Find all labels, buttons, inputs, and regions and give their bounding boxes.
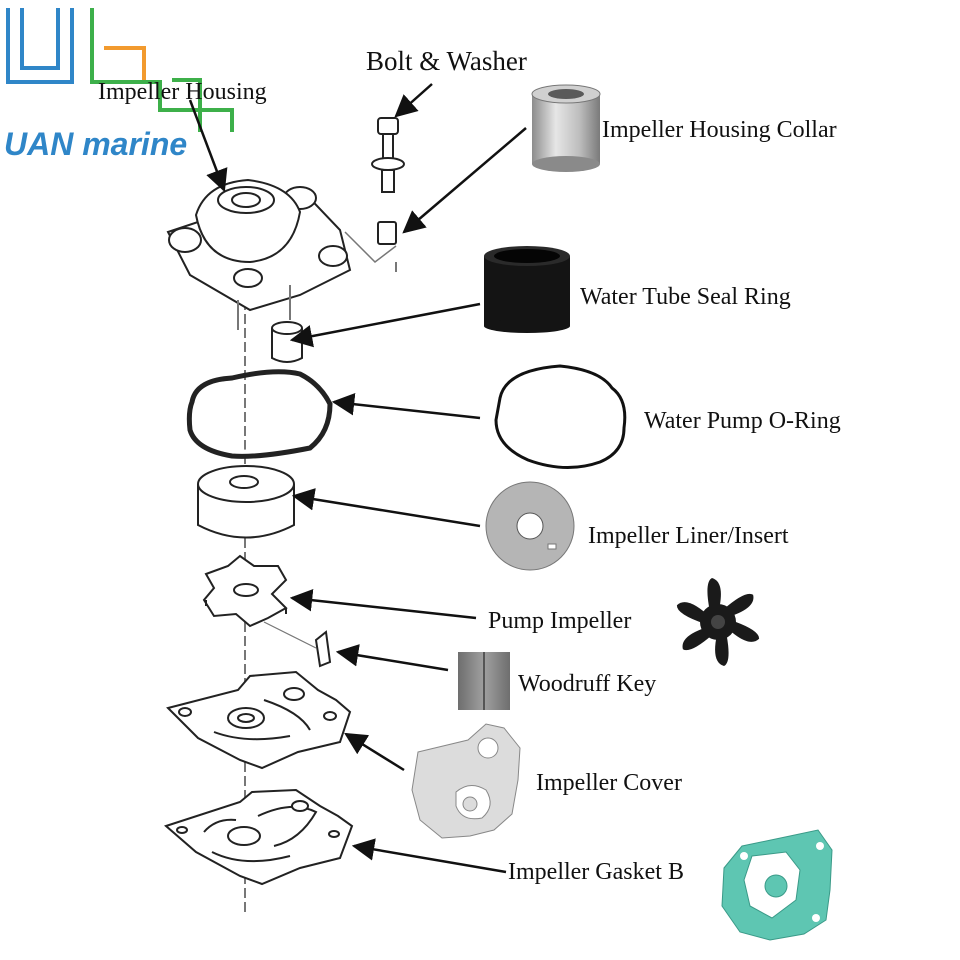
brand-wordmark: UAN marine — [4, 128, 187, 160]
impeller-housing-drawing — [166, 178, 352, 330]
arrow-o-ring — [331, 393, 481, 420]
arrow-bolt-washer — [394, 83, 433, 118]
arrow-housing-collar — [402, 127, 527, 234]
label-woodruff-key: Woodruff Key — [518, 671, 657, 697]
bolt-washer-drawing — [344, 117, 405, 272]
label-bolt-washer: Bolt & Washer — [366, 46, 527, 76]
arrow-impeller-cover — [344, 732, 405, 772]
brand-name-part1: UAN — [4, 126, 74, 162]
woodruff-key-drawing — [263, 621, 332, 668]
label-impeller-liner-insert: Impeller Liner/Insert — [588, 523, 789, 549]
gasket-photo — [721, 829, 833, 941]
seal-ring-photo — [484, 246, 570, 333]
label-pump-impeller: Pump Impeller — [488, 608, 632, 634]
label-water-tube-seal-ring: Water Tube Seal Ring — [580, 284, 791, 310]
impeller-drawing — [202, 554, 288, 628]
impeller-cover-drawing — [166, 670, 352, 770]
arrow-woodruff-key — [335, 644, 449, 672]
collar-photo — [531, 84, 601, 172]
brand-name-part2: marine — [73, 126, 188, 162]
label-impeller-cover: Impeller Cover — [536, 770, 682, 796]
liner-photo — [485, 481, 575, 571]
arrow-seal-ring — [289, 302, 481, 348]
arrow-liner — [291, 488, 481, 528]
label-impeller-housing: Impeller Housing — [98, 79, 267, 105]
woodruff-key-photo — [458, 652, 510, 710]
callout-arrows — [188, 83, 527, 874]
label-impeller-housing-collar: Impeller Housing Collar — [602, 117, 837, 143]
impeller-photo — [676, 578, 760, 666]
label-impeller-gasket-b: Impeller Gasket B — [508, 859, 684, 885]
o-ring-photo — [494, 364, 627, 470]
arrow-impeller-housing — [188, 99, 228, 193]
arrow-impeller-gasket — [351, 838, 507, 874]
arrow-pump-impeller — [289, 589, 477, 620]
cover-photo — [411, 723, 521, 839]
o-ring-highlight — [195, 377, 325, 452]
label-water-pump-o-ring: Water Pump O-Ring — [644, 408, 841, 434]
impeller-gasket-drawing — [164, 788, 354, 886]
seal-ring-drawing — [271, 321, 303, 363]
brand-logo-mark — [6, 8, 234, 132]
o-ring-drawing — [186, 369, 333, 459]
liner-drawing — [197, 465, 295, 539]
